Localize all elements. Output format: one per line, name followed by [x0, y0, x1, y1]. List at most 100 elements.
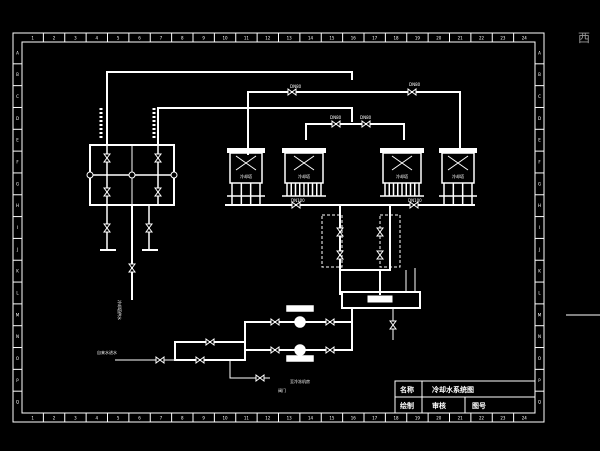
tick-label: 23 — [500, 416, 506, 421]
name-label: 名称 — [400, 385, 414, 394]
border-ticks: 1122334455667788991010111112121313141415… — [13, 33, 544, 422]
valve-icon — [155, 356, 165, 364]
tick-label: 19 — [415, 36, 421, 41]
tick-label: 5 — [117, 36, 120, 41]
tick-label: 16 — [351, 36, 357, 41]
number-label: 图号 — [472, 401, 486, 410]
valve-icon — [376, 227, 384, 237]
valve-icon — [325, 318, 335, 326]
city-water-label: 自来水进水 — [97, 349, 117, 355]
valve-label: DN100 — [408, 198, 422, 203]
tick-label: 22 — [479, 416, 485, 421]
tick-label: 3 — [74, 416, 77, 421]
watermark: 西 — [578, 31, 590, 45]
gauge-icon — [170, 171, 178, 179]
valve-icon — [270, 346, 280, 354]
sub-note: 阀门 — [278, 387, 286, 393]
bypass-loops — [321, 214, 401, 268]
valves — [86, 88, 419, 382]
cooling-tower: 冷却塔 — [227, 148, 265, 205]
supply-label: 冷却塔供水 — [117, 300, 123, 320]
valve-icon — [205, 338, 215, 346]
tick-label: 14 — [308, 36, 314, 41]
tick-label: M — [538, 312, 542, 317]
tick-label: Q — [16, 400, 19, 405]
tick-label: 19 — [415, 416, 421, 421]
gauge-icon — [128, 171, 136, 179]
tick-label: 1 — [31, 36, 34, 41]
tick-label: Q — [538, 400, 541, 405]
valve-icon — [154, 153, 162, 163]
tick-label: D — [16, 116, 19, 121]
tick-label: 3 — [74, 36, 77, 41]
tick-label: F — [538, 160, 541, 165]
tick-label: 24 — [522, 416, 528, 421]
tick-label: A — [538, 50, 541, 55]
valve-icon — [270, 318, 280, 326]
tower-label: 冷却塔 — [452, 173, 464, 179]
tick-label: 10 — [223, 416, 229, 421]
tick-label: O — [538, 356, 541, 361]
tick-label: I — [17, 225, 18, 230]
title-block — [394, 380, 536, 414]
cooling-tower: 冷却塔 — [439, 148, 477, 205]
tick-label: J — [538, 247, 540, 252]
tick-label: 23 — [500, 36, 506, 41]
tick-label: K — [16, 269, 19, 274]
risers — [99, 108, 156, 140]
valve-icon — [376, 250, 384, 260]
valve-icon — [255, 374, 265, 382]
valve-label: DN80 — [330, 115, 342, 120]
tick-label: C — [16, 94, 19, 99]
valve-label: DN80 — [409, 82, 421, 87]
tick-label: 6 — [138, 36, 141, 41]
lower-branches — [100, 205, 158, 300]
tick-label: B — [538, 72, 541, 77]
tick-label: B — [16, 72, 19, 77]
tick-label: O — [16, 356, 19, 361]
tick-label: 5 — [117, 416, 120, 421]
valve-icon — [389, 320, 397, 330]
valve-icon — [287, 88, 297, 96]
tick-label: G — [538, 181, 541, 186]
review-label: 审核 — [432, 401, 446, 410]
tick-label: 20 — [436, 416, 442, 421]
tick-label: 12 — [265, 36, 271, 41]
inner-frame — [21, 41, 536, 414]
tick-label: 13 — [287, 416, 293, 421]
valve-label: DN80 — [290, 84, 302, 89]
tick-label: E — [538, 138, 541, 143]
valve-label: DN100 — [291, 198, 305, 203]
valve-icon — [325, 346, 335, 354]
tick-label: 21 — [458, 36, 464, 41]
valve-icon — [409, 201, 419, 209]
pump-lines — [115, 308, 353, 379]
valve-icon — [103, 223, 111, 233]
cooling-towers: 冷却塔冷却塔冷却塔冷却塔 — [227, 148, 477, 205]
tick-label: P — [538, 378, 541, 383]
valve-icon — [154, 187, 162, 197]
tick-label: 9 — [202, 36, 205, 41]
tower-label: 冷却塔 — [396, 173, 408, 179]
tick-label: L — [538, 290, 541, 295]
tick-label: 14 — [308, 416, 314, 421]
tick-label: E — [16, 138, 19, 143]
tick-label: 24 — [522, 36, 528, 41]
cooling-tower: 冷却塔 — [380, 148, 424, 197]
tick-label: 17 — [372, 416, 378, 421]
valve-icon — [145, 223, 153, 233]
valve-icon — [103, 187, 111, 197]
tick-label: H — [538, 203, 541, 208]
return-header — [225, 204, 475, 295]
tick-label: G — [16, 181, 19, 186]
tick-label: 11 — [244, 416, 250, 421]
tick-label: 9 — [202, 416, 205, 421]
tick-label: F — [16, 160, 19, 165]
tick-label: I — [539, 225, 540, 230]
valve-icon — [291, 201, 301, 209]
valve-icon — [128, 263, 136, 273]
drain-label: 至冷冻机房 — [290, 378, 310, 384]
tick-label: L — [16, 290, 19, 295]
